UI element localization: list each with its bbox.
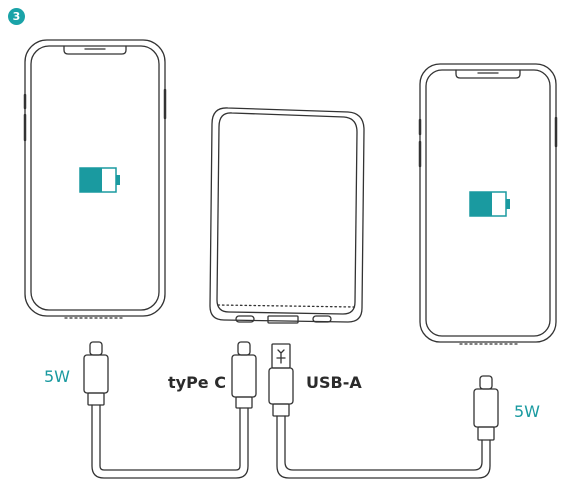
power-bank-icon [209,107,365,324]
left-phone-icon [23,39,167,319]
left-power-label: 5W [44,367,70,386]
left-battery-icon [79,167,120,193]
usb-c-connector-icon [237,341,251,356]
usb-c-connector-icon [479,375,493,390]
usb-c-connector-icon [89,341,103,356]
step-number-badge: 3 [8,8,25,25]
right-phone-icon [418,63,558,345]
right-battery-icon [469,191,510,217]
type-c-label: tyPe C [168,373,226,392]
right-cable [268,343,499,479]
right-power-label: 5W [514,402,540,421]
left-cable [83,341,257,479]
usb-a-label: USB-A [306,373,362,392]
